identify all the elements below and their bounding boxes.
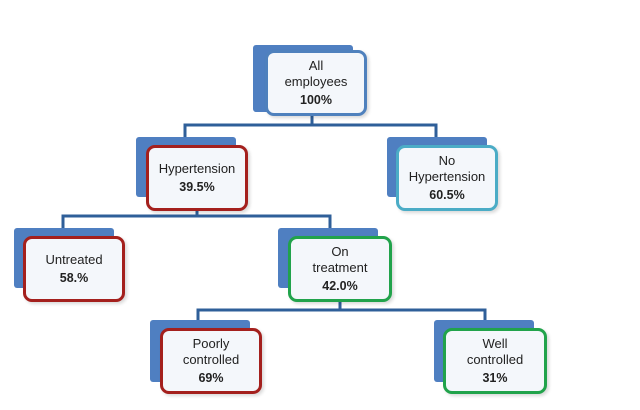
node-label: On treatment: [312, 244, 368, 275]
node-no-hypertension: No Hypertension 60.5%: [396, 145, 498, 211]
node-label: Untreated: [45, 252, 103, 267]
node-untreated: Untreated 58.%: [23, 236, 125, 302]
node-label: Well controlled: [466, 336, 524, 367]
node-label: All employees: [284, 58, 348, 89]
node-label: Hypertension: [158, 161, 236, 176]
node-value: 31%: [482, 371, 508, 385]
node-hypertension: Hypertension 39.5%: [146, 145, 248, 211]
node-well-controlled: Well controlled 31%: [443, 328, 547, 394]
node-poorly-controlled: Poorly controlled 69%: [160, 328, 262, 394]
node-value: 100%: [300, 93, 332, 107]
node-label: Poorly controlled: [182, 336, 240, 367]
node-all-employees: All employees 100%: [265, 50, 367, 116]
node-value: 39.5%: [179, 180, 215, 194]
node-label: No Hypertension: [408, 153, 486, 184]
node-value: 42.0%: [322, 279, 358, 293]
node-value: 69%: [198, 371, 224, 385]
node-value: 60.5%: [429, 188, 465, 202]
node-value: 58.%: [59, 271, 89, 285]
node-on-treatment: On treatment 42.0%: [288, 236, 392, 302]
